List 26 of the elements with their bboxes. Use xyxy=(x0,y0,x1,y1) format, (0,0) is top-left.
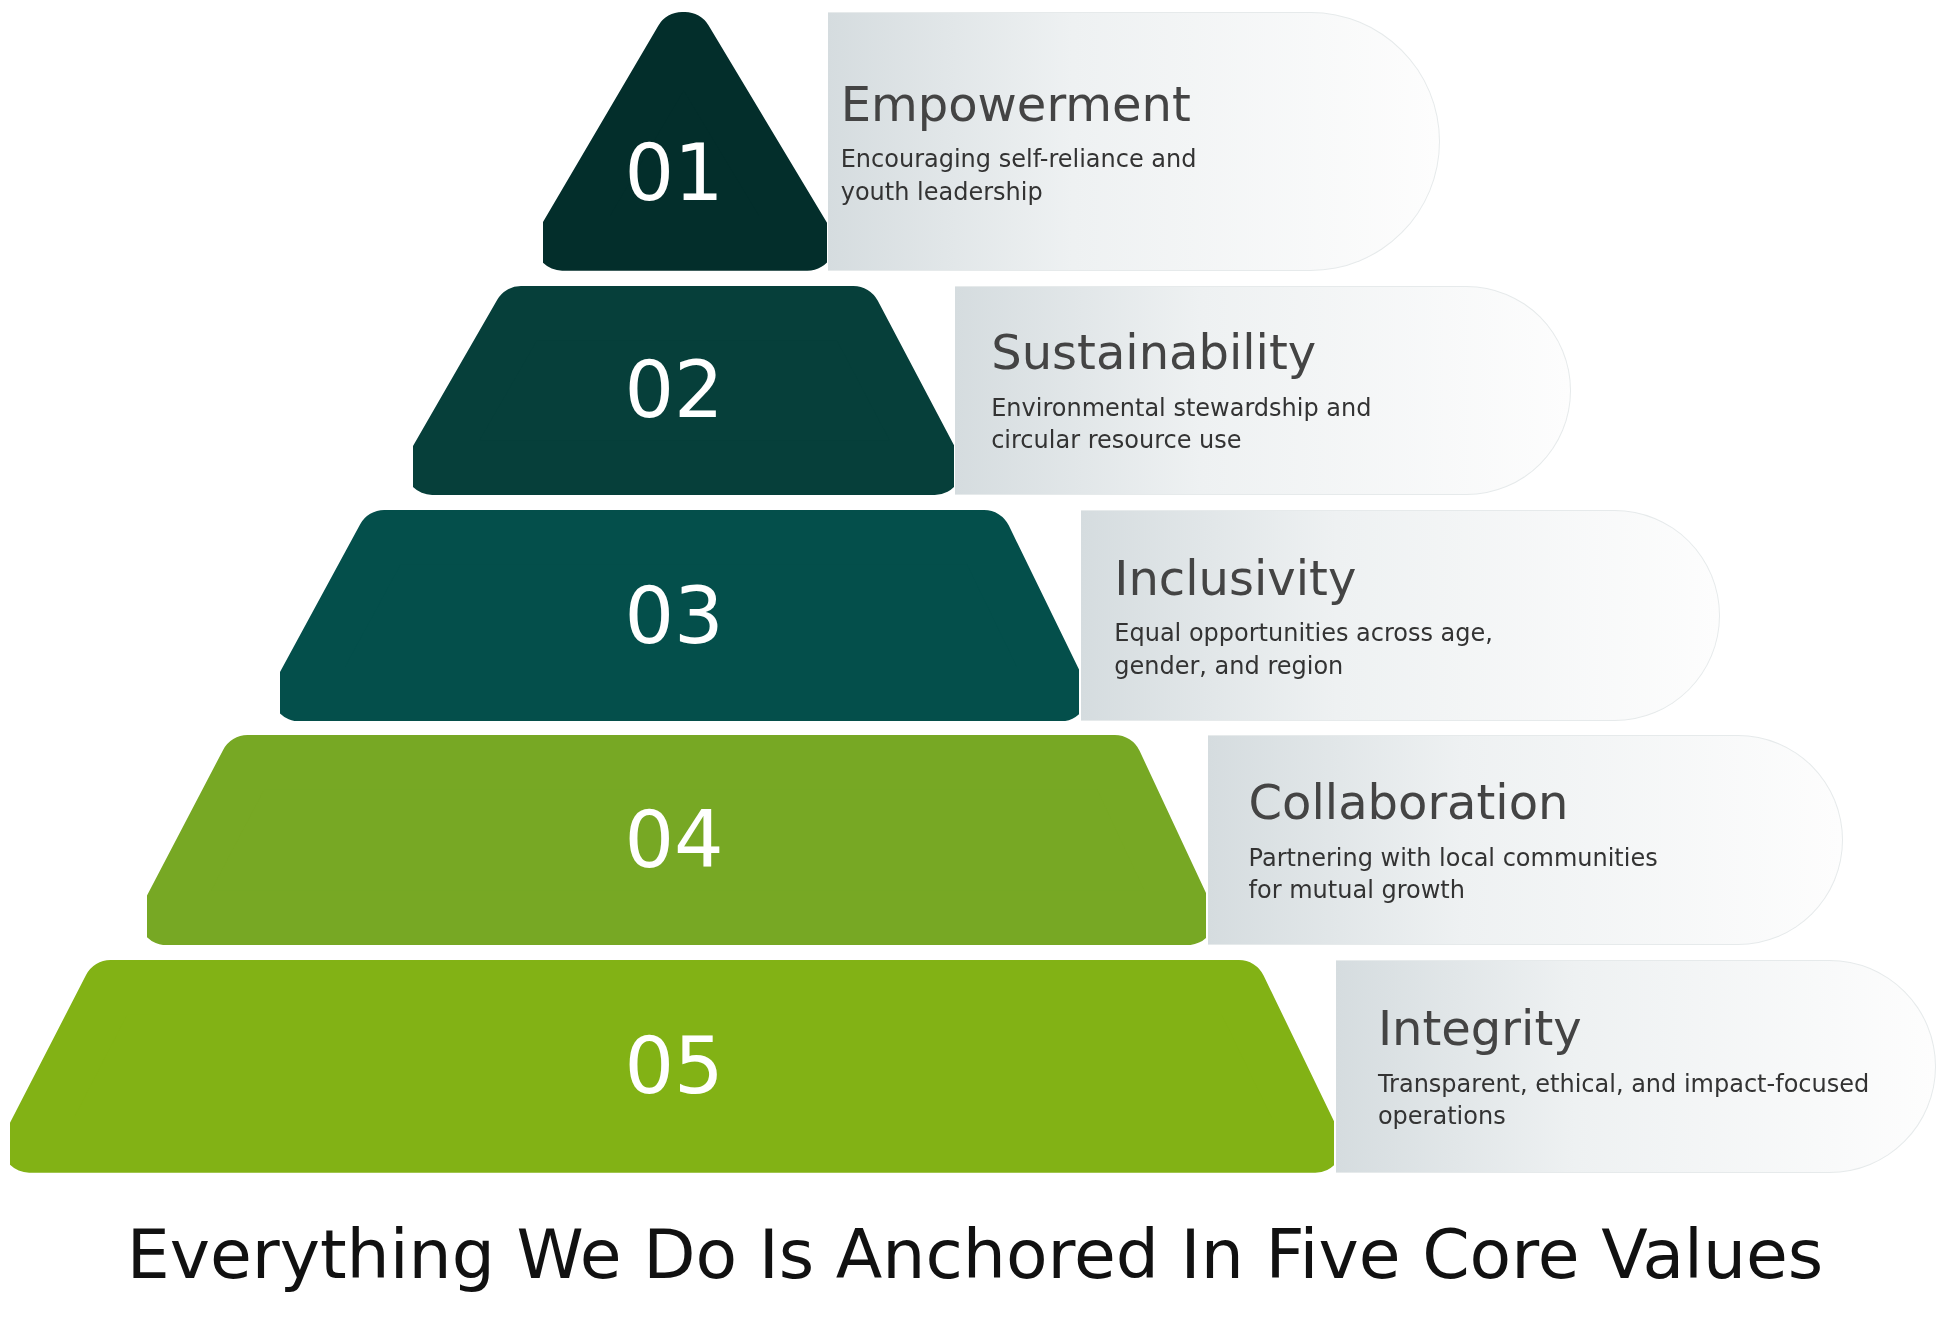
caption: Everything We Do Is Anchored In Five Core Values xyxy=(125,1215,1825,1294)
tier-number: 01 xyxy=(624,127,724,218)
pyramid-tier xyxy=(9,960,1335,1173)
value-heading: Empowerment xyxy=(840,75,1192,134)
value-description: Transparent, ethical, and impact-focused operations xyxy=(1377,1068,1871,1133)
value-band xyxy=(955,286,1571,495)
value-band xyxy=(1335,960,1937,1173)
tier-number: 02 xyxy=(624,345,724,436)
pyramid-tier xyxy=(543,12,827,272)
tier-number: 03 xyxy=(624,570,724,661)
value-heading: Inclusivity xyxy=(1114,549,1358,607)
value-description: Partnering with local communities for mutual growth xyxy=(1248,842,1659,906)
value-heading: Collaboration xyxy=(1248,773,1570,832)
value-band xyxy=(1207,734,1844,946)
pyramid-tier xyxy=(412,286,954,495)
value-description: Encouraging self-reliance and youth leadership xyxy=(840,144,1198,208)
tier-number: 05 xyxy=(624,1021,724,1112)
value-band xyxy=(828,12,1441,272)
pyramid-tier xyxy=(279,509,1080,722)
value-heading: Sustainability xyxy=(991,324,1318,382)
value-band xyxy=(1080,509,1720,722)
value-heading: Integrity xyxy=(1377,1000,1583,1058)
pyramid-tier xyxy=(146,734,1207,946)
tier-number: 04 xyxy=(624,795,724,886)
value-description: Equal opportunities across age, gender, and region xyxy=(1114,618,1494,682)
value-description: Environmental stewardship and circular resource use xyxy=(991,392,1373,457)
